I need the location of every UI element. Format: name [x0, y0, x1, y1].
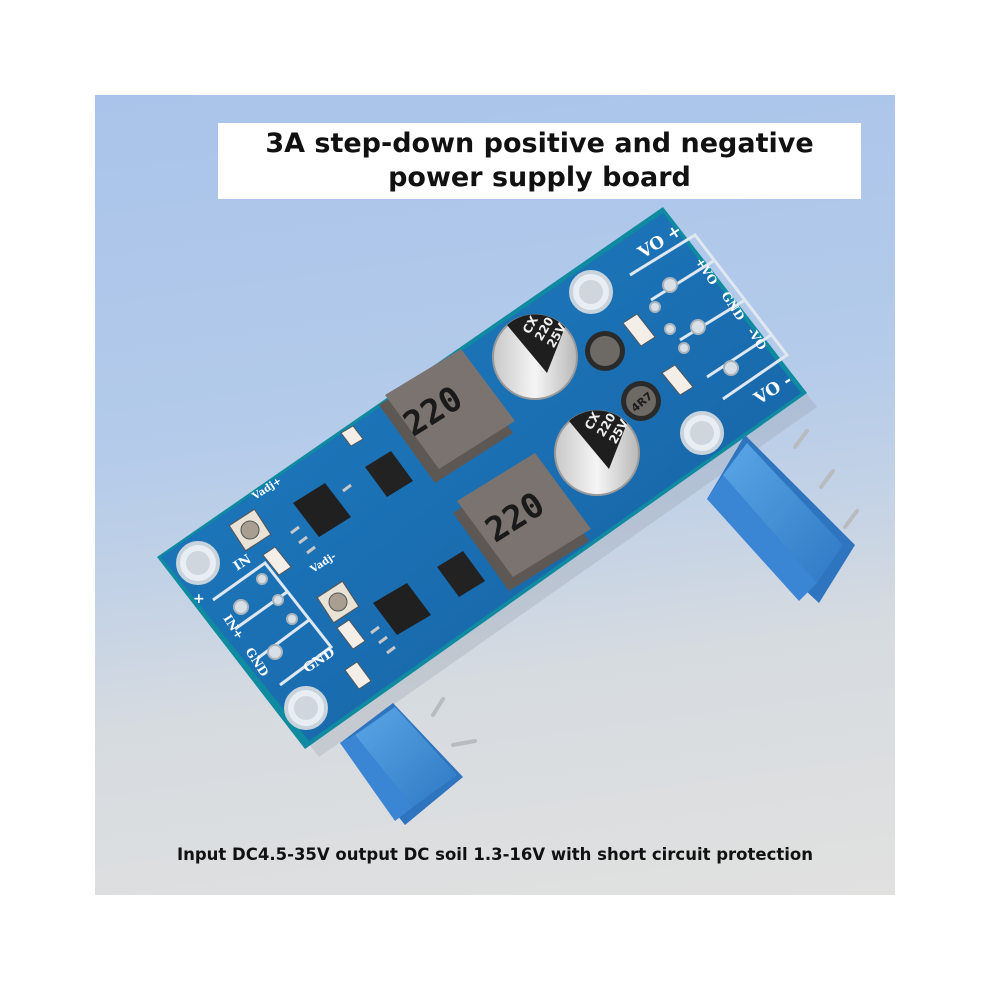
electrolytic-capacitor: CX 220 25V	[492, 313, 578, 400]
mounting-hole	[569, 270, 613, 314]
electrolytic-capacitor: CX 220 25V	[554, 409, 640, 496]
mounting-hole	[680, 411, 724, 455]
title-banner: 3A step-down positive and negative power…	[218, 123, 861, 199]
smd-resistor	[262, 313, 694, 690]
inductor: 220	[379, 349, 515, 483]
diode	[365, 451, 485, 597]
potentiometer[interactable]	[316, 580, 360, 624]
small-inductor: 4R7	[621, 381, 661, 421]
regulator-ic	[370, 583, 431, 655]
silk-plus: +	[193, 591, 205, 607]
small-inductor	[585, 331, 625, 371]
potentiometer[interactable]	[228, 508, 272, 552]
terminal-block-2pin	[340, 697, 477, 825]
spec-caption: Input DC4.5-35V output DC soil 1.3-16V w…	[176, 845, 813, 864]
output-pin	[649, 277, 739, 376]
product-photo: 220 220 CX 220 25V CX 220 25V	[95, 95, 895, 895]
output-pad-outline	[629, 233, 790, 401]
input-pin	[233, 573, 298, 660]
regulator-ic	[290, 483, 352, 555]
terminal-block-3pin	[707, 429, 859, 603]
pcb-illustration: 220 220 CX 220 25V CX 220 25V	[157, 207, 859, 825]
mounting-hole	[284, 686, 328, 730]
title-line-1: 3A step-down positive and negative	[265, 128, 814, 159]
mounting-hole	[176, 541, 220, 585]
title-line-2: power supply board	[388, 162, 691, 193]
inductor: 220	[453, 453, 591, 591]
